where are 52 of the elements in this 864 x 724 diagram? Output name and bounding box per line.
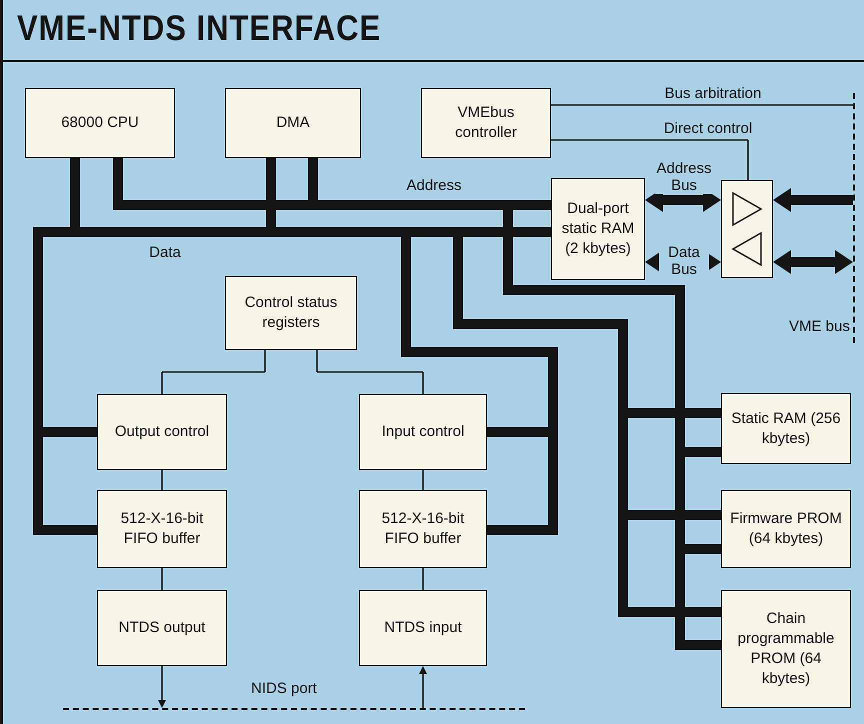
box-label: Firmware PROM (64 kbytes) bbox=[729, 509, 843, 549]
box-label: Input control bbox=[382, 422, 464, 442]
connector-line bbox=[317, 371, 423, 373]
connector-line bbox=[422, 568, 424, 590]
connector-line bbox=[422, 470, 424, 490]
box-label: Static RAM (256 kbytes) bbox=[730, 408, 842, 448]
port-box bbox=[97, 590, 227, 666]
bus-line bbox=[853, 93, 855, 343]
bus-label: NIDS port bbox=[251, 680, 317, 698]
connector-line bbox=[419, 666, 427, 708]
connector-line bbox=[161, 568, 163, 590]
bus-connector bbox=[773, 188, 853, 212]
dma-box bbox=[225, 88, 361, 158]
register-box bbox=[225, 276, 357, 350]
box-label: NTDS input bbox=[384, 618, 462, 638]
processor-box bbox=[25, 88, 175, 158]
buffer-box bbox=[359, 490, 487, 568]
buffer-box bbox=[97, 490, 227, 568]
box-label: 512-X-16-bit FIFO buffer bbox=[380, 509, 466, 549]
controller-box bbox=[421, 88, 551, 158]
connector-line bbox=[162, 371, 265, 373]
connector-line bbox=[551, 104, 853, 106]
connector-line bbox=[161, 372, 163, 394]
connector-line bbox=[747, 140, 749, 180]
title: VME-NTDS INTERFACE bbox=[17, 8, 382, 50]
edge-label: Address Bus bbox=[655, 160, 713, 194]
bus-label: VME bus bbox=[789, 318, 850, 336]
connector-line bbox=[551, 139, 748, 141]
box-label: Dual-port static RAM (2 kbytes) bbox=[560, 199, 636, 259]
connector-line bbox=[264, 350, 266, 372]
memory-box bbox=[721, 590, 851, 708]
port-line bbox=[63, 708, 525, 710]
port-box bbox=[359, 590, 487, 666]
box-label: NTDS output bbox=[118, 618, 206, 638]
box-label: 68000 CPU bbox=[61, 113, 139, 133]
control-box bbox=[97, 394, 227, 470]
box-label: Output control bbox=[114, 422, 210, 442]
control-box bbox=[359, 394, 487, 470]
bus-connector bbox=[773, 250, 853, 274]
connector-line bbox=[316, 350, 318, 372]
box-label: Control status registers bbox=[244, 293, 338, 333]
connector-line bbox=[158, 666, 166, 708]
connector-line bbox=[422, 372, 424, 394]
box-label: Chain programmable PROM (64 kbytes) bbox=[736, 609, 836, 689]
box-label: VMEbus controller bbox=[454, 103, 518, 143]
box-label: 512-X-16-bit FIFO buffer bbox=[120, 509, 204, 549]
box-label: DMA bbox=[276, 113, 310, 133]
memory-box bbox=[721, 393, 851, 464]
memory-box bbox=[551, 178, 645, 280]
connector-line bbox=[161, 470, 163, 490]
memory-box bbox=[721, 490, 851, 568]
transceiver-box bbox=[721, 180, 773, 278]
